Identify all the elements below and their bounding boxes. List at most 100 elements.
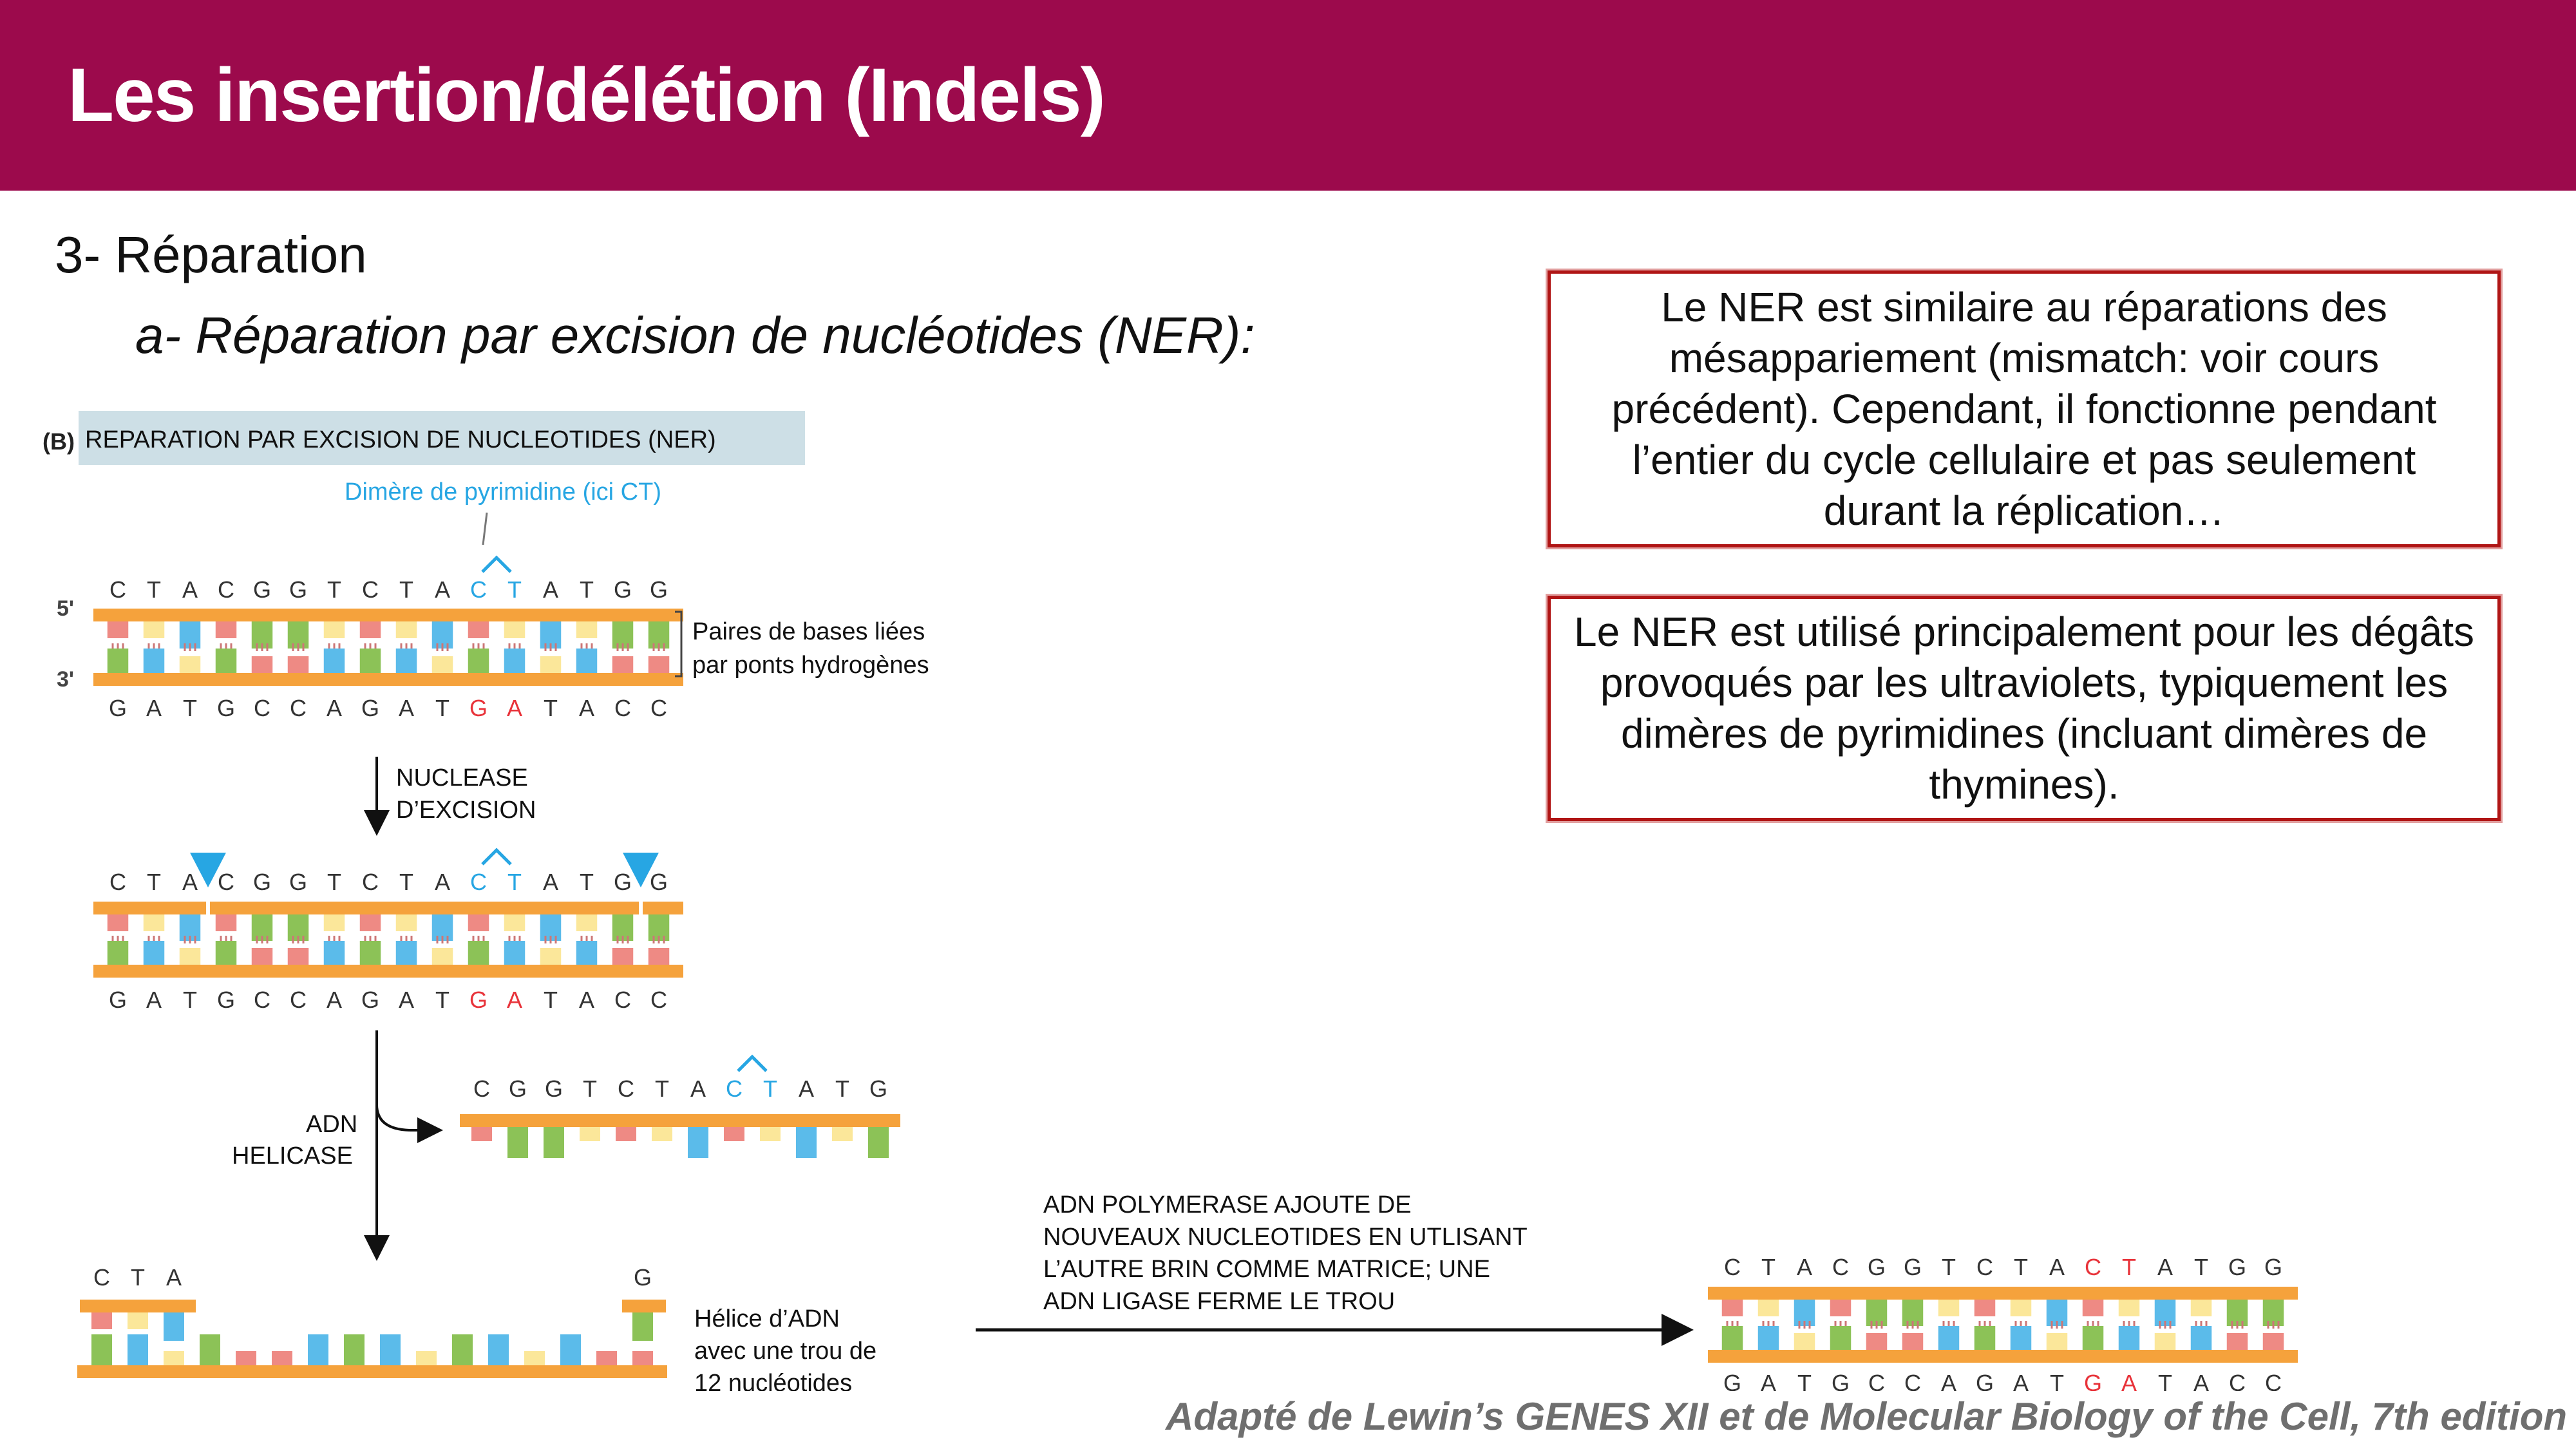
incision-marker-icon [623, 853, 659, 887]
top-sequence-letter: A [2157, 1254, 2173, 1280]
hydrogen-bond [230, 643, 232, 651]
bottom-sequence-letter: G [453, 1389, 471, 1391]
hydrogen-bond [225, 936, 227, 943]
hydrogen-bond [2097, 1321, 2099, 1329]
fragment-sequence-letter: G [869, 1075, 887, 1102]
fragment-sequence-letter: C [473, 1075, 490, 1102]
top-sequence-letter: G [289, 576, 307, 603]
hydrogen-bond [1844, 1321, 1847, 1329]
hydrogen-bond [658, 643, 660, 651]
base-bottom [2010, 1326, 2032, 1350]
hydrogen-bond [364, 936, 366, 943]
top-sequence-letter: T [507, 576, 522, 603]
base-bottom [560, 1334, 581, 1365]
hydrogen-bond [158, 936, 160, 943]
hydrogen-bond [436, 936, 439, 943]
base-fragment [471, 1127, 492, 1141]
bottom-sequence-letter: T [167, 1389, 181, 1391]
note-text-ner-uv: Le NER est utilisé principalement pour l… [1573, 609, 2475, 808]
top-sequence-letter: T [147, 576, 161, 603]
hydrogen-bond [194, 643, 196, 651]
bottom-sequence-letter: T [544, 987, 558, 1013]
bottom-sequence-letter: A [327, 987, 342, 1013]
hydrogen-bond [513, 643, 516, 651]
hydrogen-bond [482, 936, 485, 943]
base-top [91, 1312, 112, 1329]
base-fragment [507, 1127, 528, 1158]
bottom-sequence-letter: A [2193, 1370, 2209, 1391]
base-bottom [524, 1351, 545, 1365]
top-sequence-letter: A [182, 869, 198, 895]
hydrogen-bond [477, 643, 480, 651]
hydrogen-bond [2277, 1321, 2280, 1329]
hydrogen-bond [2205, 1321, 2208, 1329]
hydrogen-bond [1953, 1321, 1955, 1329]
hydrogen-bond [591, 936, 593, 943]
hydrogen-bond [297, 643, 299, 651]
pairs-label-line1: Paires de bases liées [692, 618, 925, 645]
backbone-nick [206, 900, 210, 916]
bottom-sequence-letter: A [2013, 1370, 2029, 1391]
base-top [2082, 1300, 2104, 1316]
base-top [2010, 1300, 2032, 1316]
hydrogen-bond [400, 936, 402, 943]
bottom-sequence-letter: A [399, 695, 414, 721]
base-top [632, 1312, 653, 1341]
bottom-sequence-letter: G [469, 695, 488, 721]
base-bottom [504, 649, 526, 673]
hydrogen-bond [292, 643, 294, 651]
base-bottom [1902, 1333, 1924, 1350]
base-bottom [416, 1351, 437, 1365]
bottom-sequence-letter: T [527, 1389, 542, 1391]
hydrogen-bond [369, 936, 372, 943]
backbone-bottom-strand [93, 965, 683, 978]
hydrogen-bond [518, 936, 521, 943]
backbone-top-left [80, 1300, 196, 1312]
hydrogen-bond [2061, 1321, 2063, 1329]
base-bottom [576, 649, 598, 673]
base-bottom [576, 941, 598, 965]
three-prime-label: 3' [57, 667, 74, 692]
base-top [1974, 1300, 1996, 1316]
note-text-ner-cycle: Le NER est similaire au réparations des … [1611, 283, 2437, 534]
top-sequence-letter: G [650, 576, 668, 603]
top-sequence-letter: A [182, 576, 198, 603]
base-bottom [1830, 1326, 1852, 1350]
hydrogen-bond [2267, 1321, 2269, 1329]
base-bottom [215, 941, 237, 965]
gap-label-line3: 12 nucléotides [694, 1370, 852, 1391]
hydrogen-bond [585, 936, 588, 943]
bottom-sequence-letter: T [435, 987, 450, 1013]
base-bottom [2046, 1333, 2068, 1350]
top-sequence-letter: T [327, 869, 341, 895]
base-top [215, 621, 237, 638]
hydrogen-bond [1870, 1321, 1873, 1329]
hydrogen-bond [194, 936, 196, 943]
base-bottom [380, 1334, 401, 1365]
bottom-sequence-letter: C [254, 695, 270, 721]
hydrogen-bond [153, 643, 155, 651]
hydrogen-bond [410, 643, 413, 651]
backbone-bottom-strand [77, 1365, 667, 1378]
base-top [1938, 1300, 1960, 1316]
bottom-sequence-letter: G [361, 987, 379, 1013]
bottom-sequence-letter: A [579, 987, 594, 1013]
top-sequence-letter: T [580, 869, 594, 895]
top-sequence-letter: T [507, 869, 522, 895]
hydrogen-bond [333, 643, 336, 651]
hydrogen-bond [472, 643, 475, 651]
hydrogen-bond [2128, 1321, 2130, 1329]
note-box-ner-uv: Le NER est utilisé principalement pour l… [1548, 596, 2501, 821]
top-sequence-letter: A [166, 1264, 182, 1291]
hydrogen-bond [220, 936, 222, 943]
base-top [107, 621, 129, 638]
base-bottom [2226, 1333, 2248, 1350]
top-sequence-letter: G [614, 576, 632, 603]
hydrogen-bond [2014, 1321, 2017, 1329]
base-bottom [179, 948, 201, 965]
hydrogen-bond [1839, 1321, 1842, 1329]
hydrogen-bond [302, 936, 305, 943]
hydrogen-bond [1989, 1321, 1991, 1329]
hydrogen-bond [266, 936, 269, 943]
hydrogen-bond [410, 936, 413, 943]
